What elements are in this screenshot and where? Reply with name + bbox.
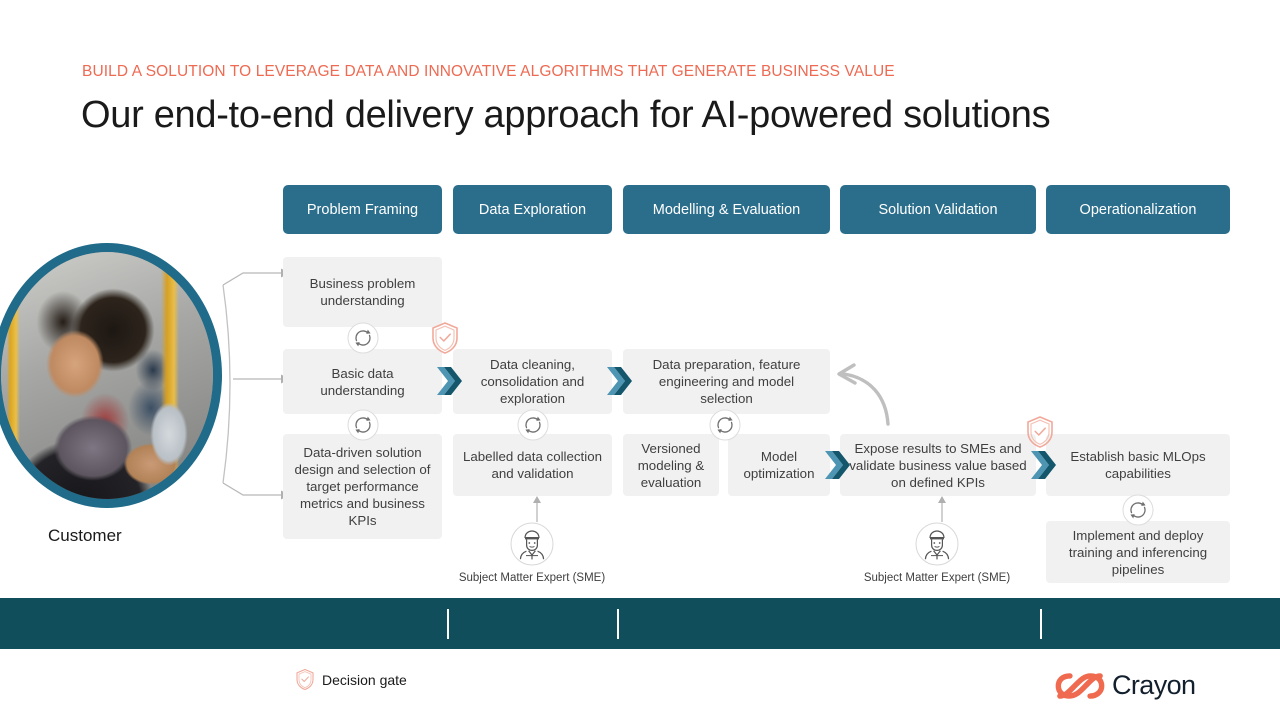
legend-label: Decision gate — [322, 671, 407, 688]
brand-logo: Crayon — [1055, 670, 1196, 701]
deliverable-separator-2 — [617, 609, 619, 639]
infinity-loop-icon — [1055, 672, 1105, 699]
process-box-implement-deploy-pipelines[interactable]: Implement and deploy training and infere… — [1046, 521, 1230, 583]
chevron-basic-to-cleaning-icon — [436, 364, 462, 398]
phase-header-solution-validation[interactable]: Solution Validation — [840, 185, 1036, 234]
process-box-establish-basic-mlops[interactable]: Establish basic MLOps capabilities — [1046, 434, 1230, 496]
sme-solution-validation-label: Subject Matter Expert (SME) — [863, 572, 1011, 584]
chevron-cleaning-to-preparation-icon — [606, 364, 632, 398]
deliverable-name: Solution Prototype — [776, 27, 882, 42]
eyebrow-kicker: BUILD A SOLUTION TO LEVERAGE DATA AND IN… — [82, 63, 895, 80]
customer-avatar — [0, 243, 222, 508]
customer-photo-ring — [0, 243, 222, 508]
deliverable-name: Assessment Report — [305, 27, 417, 42]
phase-header-operationalization[interactable]: Operationalization — [1046, 185, 1230, 234]
deliverable-heading: Deliverable — [326, 10, 396, 25]
deliverable-heading: Deliverable — [794, 10, 864, 25]
sme-data-exploration-connector-arrow — [531, 496, 543, 522]
phase-header-data-exploration[interactable]: Data Exploration — [453, 185, 612, 234]
process-box-data-cleaning-consolidation[interactable]: Data cleaning, consolidation and explora… — [453, 349, 612, 414]
legend-decision-gate: Decision gate — [295, 668, 407, 691]
sme-solution-validation-person-icon — [915, 522, 959, 566]
sme-data-exploration-person-icon — [510, 522, 554, 566]
deliverable-name: Production Solution — [1082, 27, 1194, 42]
process-box-model-optimization[interactable]: Model optimization — [728, 434, 830, 496]
shield-check-icon — [296, 668, 314, 691]
deliverable-name: Data Insights — [494, 27, 570, 42]
chevron-expose-to-mlops-icon — [1030, 448, 1056, 482]
process-box-expose-results-to-smes[interactable]: Expose results to SMEs and validate busi… — [840, 434, 1036, 496]
deliverable-heading: Deliverable — [497, 10, 567, 25]
process-box-business-problem-understanding[interactable]: Business problem understanding — [283, 257, 442, 327]
decision-gate-data-exploration-shield-check-icon — [430, 321, 460, 355]
process-box-labelled-data-collection[interactable]: Labelled data collection and validation — [453, 434, 612, 496]
cycle-mlops-to-implement-icon — [1122, 494, 1154, 526]
decision-gate-operationalization-shield-check-icon — [1025, 415, 1055, 449]
deliverable-heading: Deliverable — [1103, 10, 1173, 25]
cycle-cleaning-to-labelled-icon — [517, 409, 549, 441]
deliverable-separator-1 — [447, 609, 449, 639]
brand-name: Crayon — [1112, 670, 1196, 700]
phase-header-modelling-evaluation[interactable]: Modelling & Evaluation — [623, 185, 830, 234]
sme-data-exploration-label: Subject Matter Expert (SME) — [458, 572, 606, 584]
process-box-data-driven-solution-design[interactable]: Data-driven solution design and selectio… — [283, 434, 442, 539]
deliverable-bar — [0, 598, 1280, 649]
feedback-loop-arrow — [837, 363, 890, 426]
process-box-versioned-modeling-evaluation[interactable]: Versioned modeling & evaluation — [623, 434, 719, 496]
page-title: Our end-to-end delivery approach for AI-… — [81, 94, 1051, 136]
customer-photo — [1, 252, 213, 499]
process-box-data-preparation-feature-engineering[interactable]: Data preparation, feature engineering an… — [623, 349, 830, 414]
deliverable-separator-3 — [1040, 609, 1042, 639]
chevron-optimization-to-expose-icon — [824, 448, 850, 482]
phase-header-problem-framing[interactable]: Problem Framing — [283, 185, 442, 234]
cycle-basic-to-datadriven-icon — [347, 409, 379, 441]
customer-label: Customer — [48, 526, 122, 545]
cycle-problem-to-basic-icon — [347, 322, 379, 354]
process-box-basic-data-understanding[interactable]: Basic data understanding — [283, 349, 442, 414]
cycle-preparation-to-versioned-icon — [709, 409, 741, 441]
sme-solution-validation-connector-arrow — [936, 496, 948, 522]
